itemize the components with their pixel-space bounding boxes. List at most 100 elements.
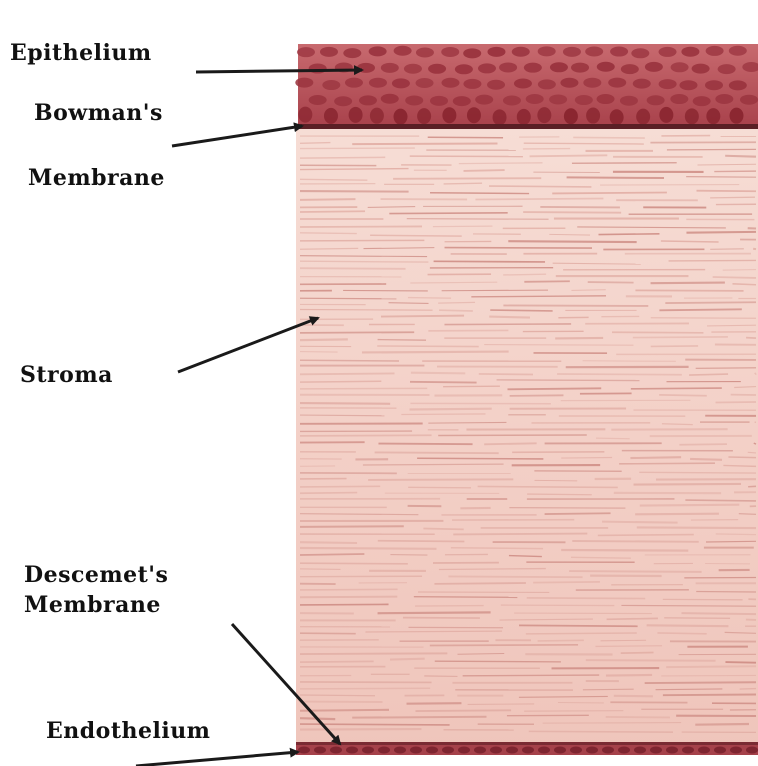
epithelium-cell — [636, 109, 650, 125]
epithelium-cell — [524, 63, 542, 73]
stroma-fiber — [300, 526, 404, 527]
stroma-fiber — [633, 337, 728, 338]
endothelium-cell — [666, 747, 678, 754]
endothelium-cell — [602, 747, 614, 754]
endothelium-cell — [346, 747, 358, 754]
endothelium-cell — [298, 747, 310, 754]
stroma-fiber — [448, 576, 582, 577]
epithelium-cell — [404, 64, 422, 74]
stroma-fiber — [540, 207, 620, 208]
stroma-fiber — [442, 290, 548, 291]
epithelium-cell — [575, 95, 593, 105]
stroma-fiber — [471, 296, 606, 297]
epithelium-cell — [394, 46, 412, 56]
stroma-fiber — [679, 444, 727, 445]
stroma-fiber — [453, 534, 587, 535]
stroma-fiber — [696, 591, 756, 592]
stroma-fiber — [430, 645, 578, 646]
epithelium-cell — [503, 95, 521, 105]
stroma-fiber — [300, 240, 424, 241]
stroma-fiber — [734, 387, 756, 388]
stroma-fiber — [602, 522, 678, 523]
epithelium-cell — [645, 62, 663, 72]
stroma-fiber — [545, 513, 611, 514]
stroma-fiber — [583, 689, 634, 690]
epithelium-cell — [715, 94, 733, 104]
stroma-fiber — [512, 452, 604, 453]
stroma-fiber — [651, 283, 725, 284]
epithelium-cell — [620, 96, 638, 106]
stroma-fiber — [740, 689, 756, 690]
stroma-fiber — [634, 484, 741, 485]
stroma-fiber — [661, 241, 719, 242]
stroma-fiber — [716, 402, 756, 403]
stroma-fiber — [451, 548, 543, 549]
stroma-fiber — [300, 261, 428, 262]
stroma-fiber — [407, 219, 549, 220]
epithelium-cell — [381, 63, 399, 73]
stroma-fiber — [300, 373, 395, 374]
epithelium-cell — [537, 107, 551, 123]
stroma-fiber — [571, 290, 605, 291]
stroma-fiber — [612, 332, 703, 333]
stroma-fiber — [378, 541, 465, 542]
endothelium-arrow-icon — [136, 752, 298, 766]
epithelium-cell — [586, 108, 600, 124]
stroma-fiber — [710, 249, 744, 250]
stroma-fiber — [300, 233, 357, 234]
stroma-fiber — [696, 368, 756, 369]
epithelium-cell — [345, 78, 363, 88]
stroma-fiber — [510, 395, 564, 396]
stroma-fiber — [725, 662, 756, 663]
endothelium-cell — [394, 747, 406, 754]
stroma-fiber — [408, 298, 451, 299]
stroma-fiber — [630, 457, 681, 458]
stroma-fiber — [464, 170, 505, 171]
stroma-fiber — [529, 731, 673, 732]
stroma-fiber — [606, 675, 652, 676]
stroma-fiber — [410, 282, 497, 283]
stroma-fiber — [524, 143, 644, 144]
stroma-fiber — [428, 137, 503, 138]
epithelium-cell — [309, 95, 327, 105]
stroma-fiber — [375, 452, 499, 453]
stroma-fiber — [484, 345, 633, 346]
stroma-fiber — [739, 514, 756, 515]
stroma-fiber — [409, 409, 491, 410]
stroma-fiber — [561, 550, 688, 551]
epithelium-cell — [428, 64, 446, 74]
epithelium-cell — [681, 47, 699, 57]
epithelium-cell — [297, 47, 315, 57]
epithelium-cell — [512, 47, 530, 57]
stroma-fiber — [343, 290, 428, 291]
endothelium-cell — [314, 747, 326, 754]
stroma-fiber — [645, 682, 756, 683]
stroma-fiber — [300, 179, 367, 180]
epithelium-cell — [493, 109, 507, 125]
stroma-fiber — [300, 403, 390, 404]
epithelium-cell — [718, 64, 736, 74]
stroma-fiber — [639, 472, 756, 473]
stroma-fiber — [659, 309, 741, 310]
epithelium-cell — [463, 79, 481, 89]
stroma-fiber — [300, 554, 364, 555]
stroma-fiber — [725, 156, 756, 157]
stroma-fiber — [732, 284, 756, 285]
stroma-fiber — [300, 339, 348, 340]
epithelium-cell — [679, 80, 697, 90]
stroma-fiber — [707, 325, 756, 326]
epithelium-cell — [693, 96, 711, 106]
stroma-fiber — [365, 631, 502, 632]
stroma-fiber — [600, 185, 739, 186]
stroma-fiber — [300, 604, 389, 605]
stroma-fiber — [572, 541, 698, 542]
stroma-fiber — [435, 661, 561, 662]
epithelium-cell — [563, 47, 581, 57]
epithelium-cell — [538, 46, 556, 56]
epithelium-cell — [729, 80, 747, 90]
epithelium-cell — [610, 47, 628, 57]
stroma-fiber — [300, 695, 375, 696]
epithelium-cell — [560, 78, 578, 88]
stroma-fiber — [300, 415, 384, 416]
stroma-fiber — [300, 729, 421, 730]
